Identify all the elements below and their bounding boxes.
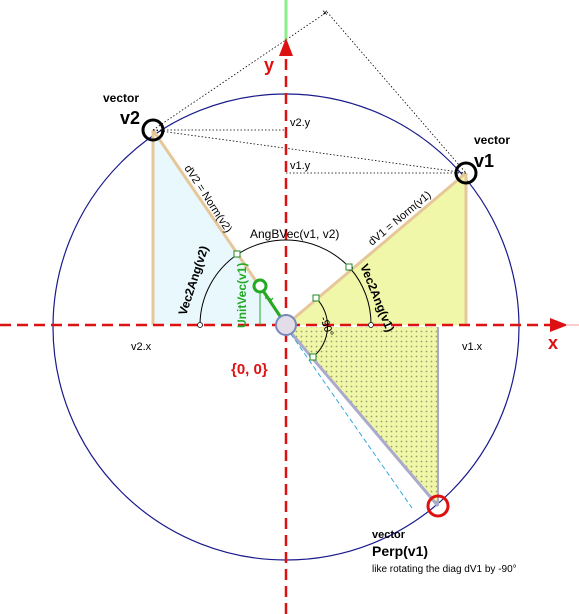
angle-between-label: AngBVec(v1, v2) (250, 227, 339, 241)
green-square-markers (233, 250, 353, 361)
y-axis-label: y (264, 55, 274, 75)
perp-handle[interactable] (426, 494, 450, 518)
perp-caption: vector (372, 529, 406, 541)
origin-label: {0, 0} (231, 361, 268, 378)
minus90-arc (312, 297, 329, 358)
perp-dashed-guide (285, 326, 413, 509)
v1-handle[interactable] (454, 161, 478, 185)
y-axis-arrow (279, 38, 293, 56)
vec2ang-v2-arc (199, 253, 239, 326)
v2-handle[interactable] (141, 118, 165, 142)
dotted-guides (152, 11, 467, 174)
x-axis-label: x (548, 333, 558, 353)
sum-point-marker: × (322, 8, 328, 19)
perp-note: like rotating the diag dV1 by -90° (372, 564, 517, 575)
v1-name: v1 (474, 151, 494, 171)
unitvec-label: UnitVec(v1) (235, 263, 249, 328)
v2-name: v2 (120, 108, 140, 128)
origin-marker (275, 314, 297, 336)
v1y-label: v1.y (290, 160, 311, 172)
v2x-label: v2.x (131, 341, 152, 353)
v1-caption: vector (474, 133, 510, 147)
vec2ang-v1-arc (349, 267, 372, 326)
unit-one-label: 1 (263, 293, 276, 305)
x-axis-arrow (550, 318, 568, 332)
perp-name: Perp(v1) (372, 543, 428, 559)
v1x-label: v1.x (462, 341, 483, 353)
unitvec-tip (252, 278, 268, 294)
v2-caption: vector (103, 91, 139, 105)
v2y-label: v2.y (290, 117, 311, 129)
angle-between-arc (237, 239, 351, 269)
